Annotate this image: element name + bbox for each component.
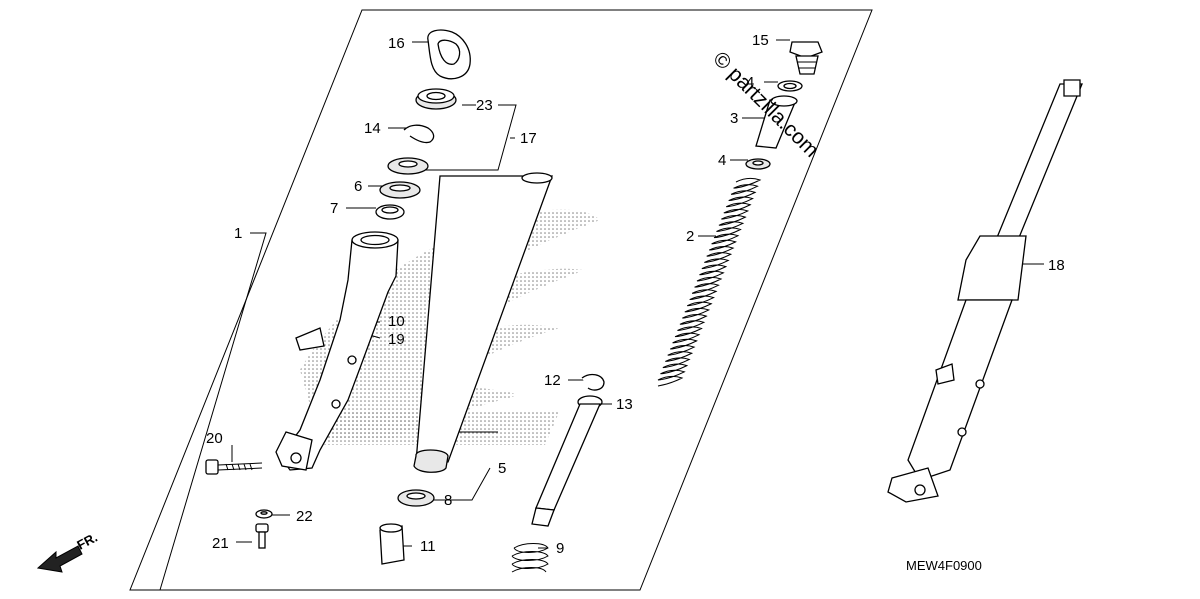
part-4-washer bbox=[745, 158, 771, 170]
callout-11: 11 bbox=[420, 538, 436, 555]
leader-lines bbox=[159, 39, 1044, 591]
part-16-cap-cover bbox=[427, 29, 471, 80]
callout-8: 8 bbox=[444, 492, 452, 509]
part-15-fork-cap bbox=[789, 41, 823, 75]
callout-4-upper: 4 bbox=[746, 74, 754, 91]
part-13-damper-rod bbox=[531, 395, 603, 527]
callout-5: 5 bbox=[498, 460, 506, 477]
part-3-collar bbox=[755, 95, 798, 149]
callout-23: 23 bbox=[476, 97, 493, 114]
callout-3: 3 bbox=[730, 110, 738, 127]
callout-10: 10 bbox=[388, 313, 405, 330]
diagram-code: MEW4F0900 bbox=[906, 558, 982, 573]
part-17-washer bbox=[387, 157, 429, 175]
part-14-clip bbox=[403, 124, 435, 144]
part-1-fork-slider bbox=[275, 231, 399, 471]
part-8-seal bbox=[397, 489, 435, 507]
callout-17: 17 bbox=[520, 130, 537, 147]
callout-20: 20 bbox=[206, 430, 223, 447]
callout-9: 9 bbox=[556, 540, 564, 557]
part-9-spring bbox=[511, 543, 549, 573]
part-6-washer bbox=[379, 181, 421, 199]
callout-21: 21 bbox=[212, 535, 229, 552]
part-22-washer bbox=[255, 509, 273, 519]
part-21-bolt bbox=[255, 523, 269, 549]
part-5-fork-tube bbox=[413, 172, 553, 473]
callout-6: 6 bbox=[354, 178, 362, 195]
callout-12: 12 bbox=[544, 372, 561, 389]
callout-15: 15 bbox=[752, 32, 769, 49]
part-2-fork-spring bbox=[657, 177, 762, 387]
part-11-bushing bbox=[379, 523, 405, 565]
callout-13: 13 bbox=[616, 396, 633, 413]
diagram-border bbox=[129, 9, 873, 591]
part-20-bolt bbox=[205, 459, 263, 475]
callout-2: 2 bbox=[686, 228, 694, 245]
part-4-washer-upper bbox=[777, 80, 803, 92]
callout-1: 1 bbox=[234, 225, 242, 242]
callout-22: 22 bbox=[296, 508, 313, 525]
callout-labels: 16 23 14 17 6 7 1 10 19 20 22 21 5 8 11 … bbox=[206, 32, 1065, 557]
front-direction-arrow: FR. bbox=[36, 530, 100, 573]
part-12-clip bbox=[581, 373, 605, 391]
callout-16: 16 bbox=[388, 35, 405, 52]
callout-14: 14 bbox=[364, 120, 381, 137]
part-18-fork-assembly bbox=[887, 79, 1083, 503]
part-23-seal bbox=[415, 88, 457, 110]
callout-7: 7 bbox=[330, 200, 338, 217]
callout-18: 18 bbox=[1048, 257, 1065, 274]
part-7-ring bbox=[375, 204, 405, 220]
callout-4: 4 bbox=[718, 152, 726, 169]
callout-19: 19 bbox=[388, 331, 405, 348]
